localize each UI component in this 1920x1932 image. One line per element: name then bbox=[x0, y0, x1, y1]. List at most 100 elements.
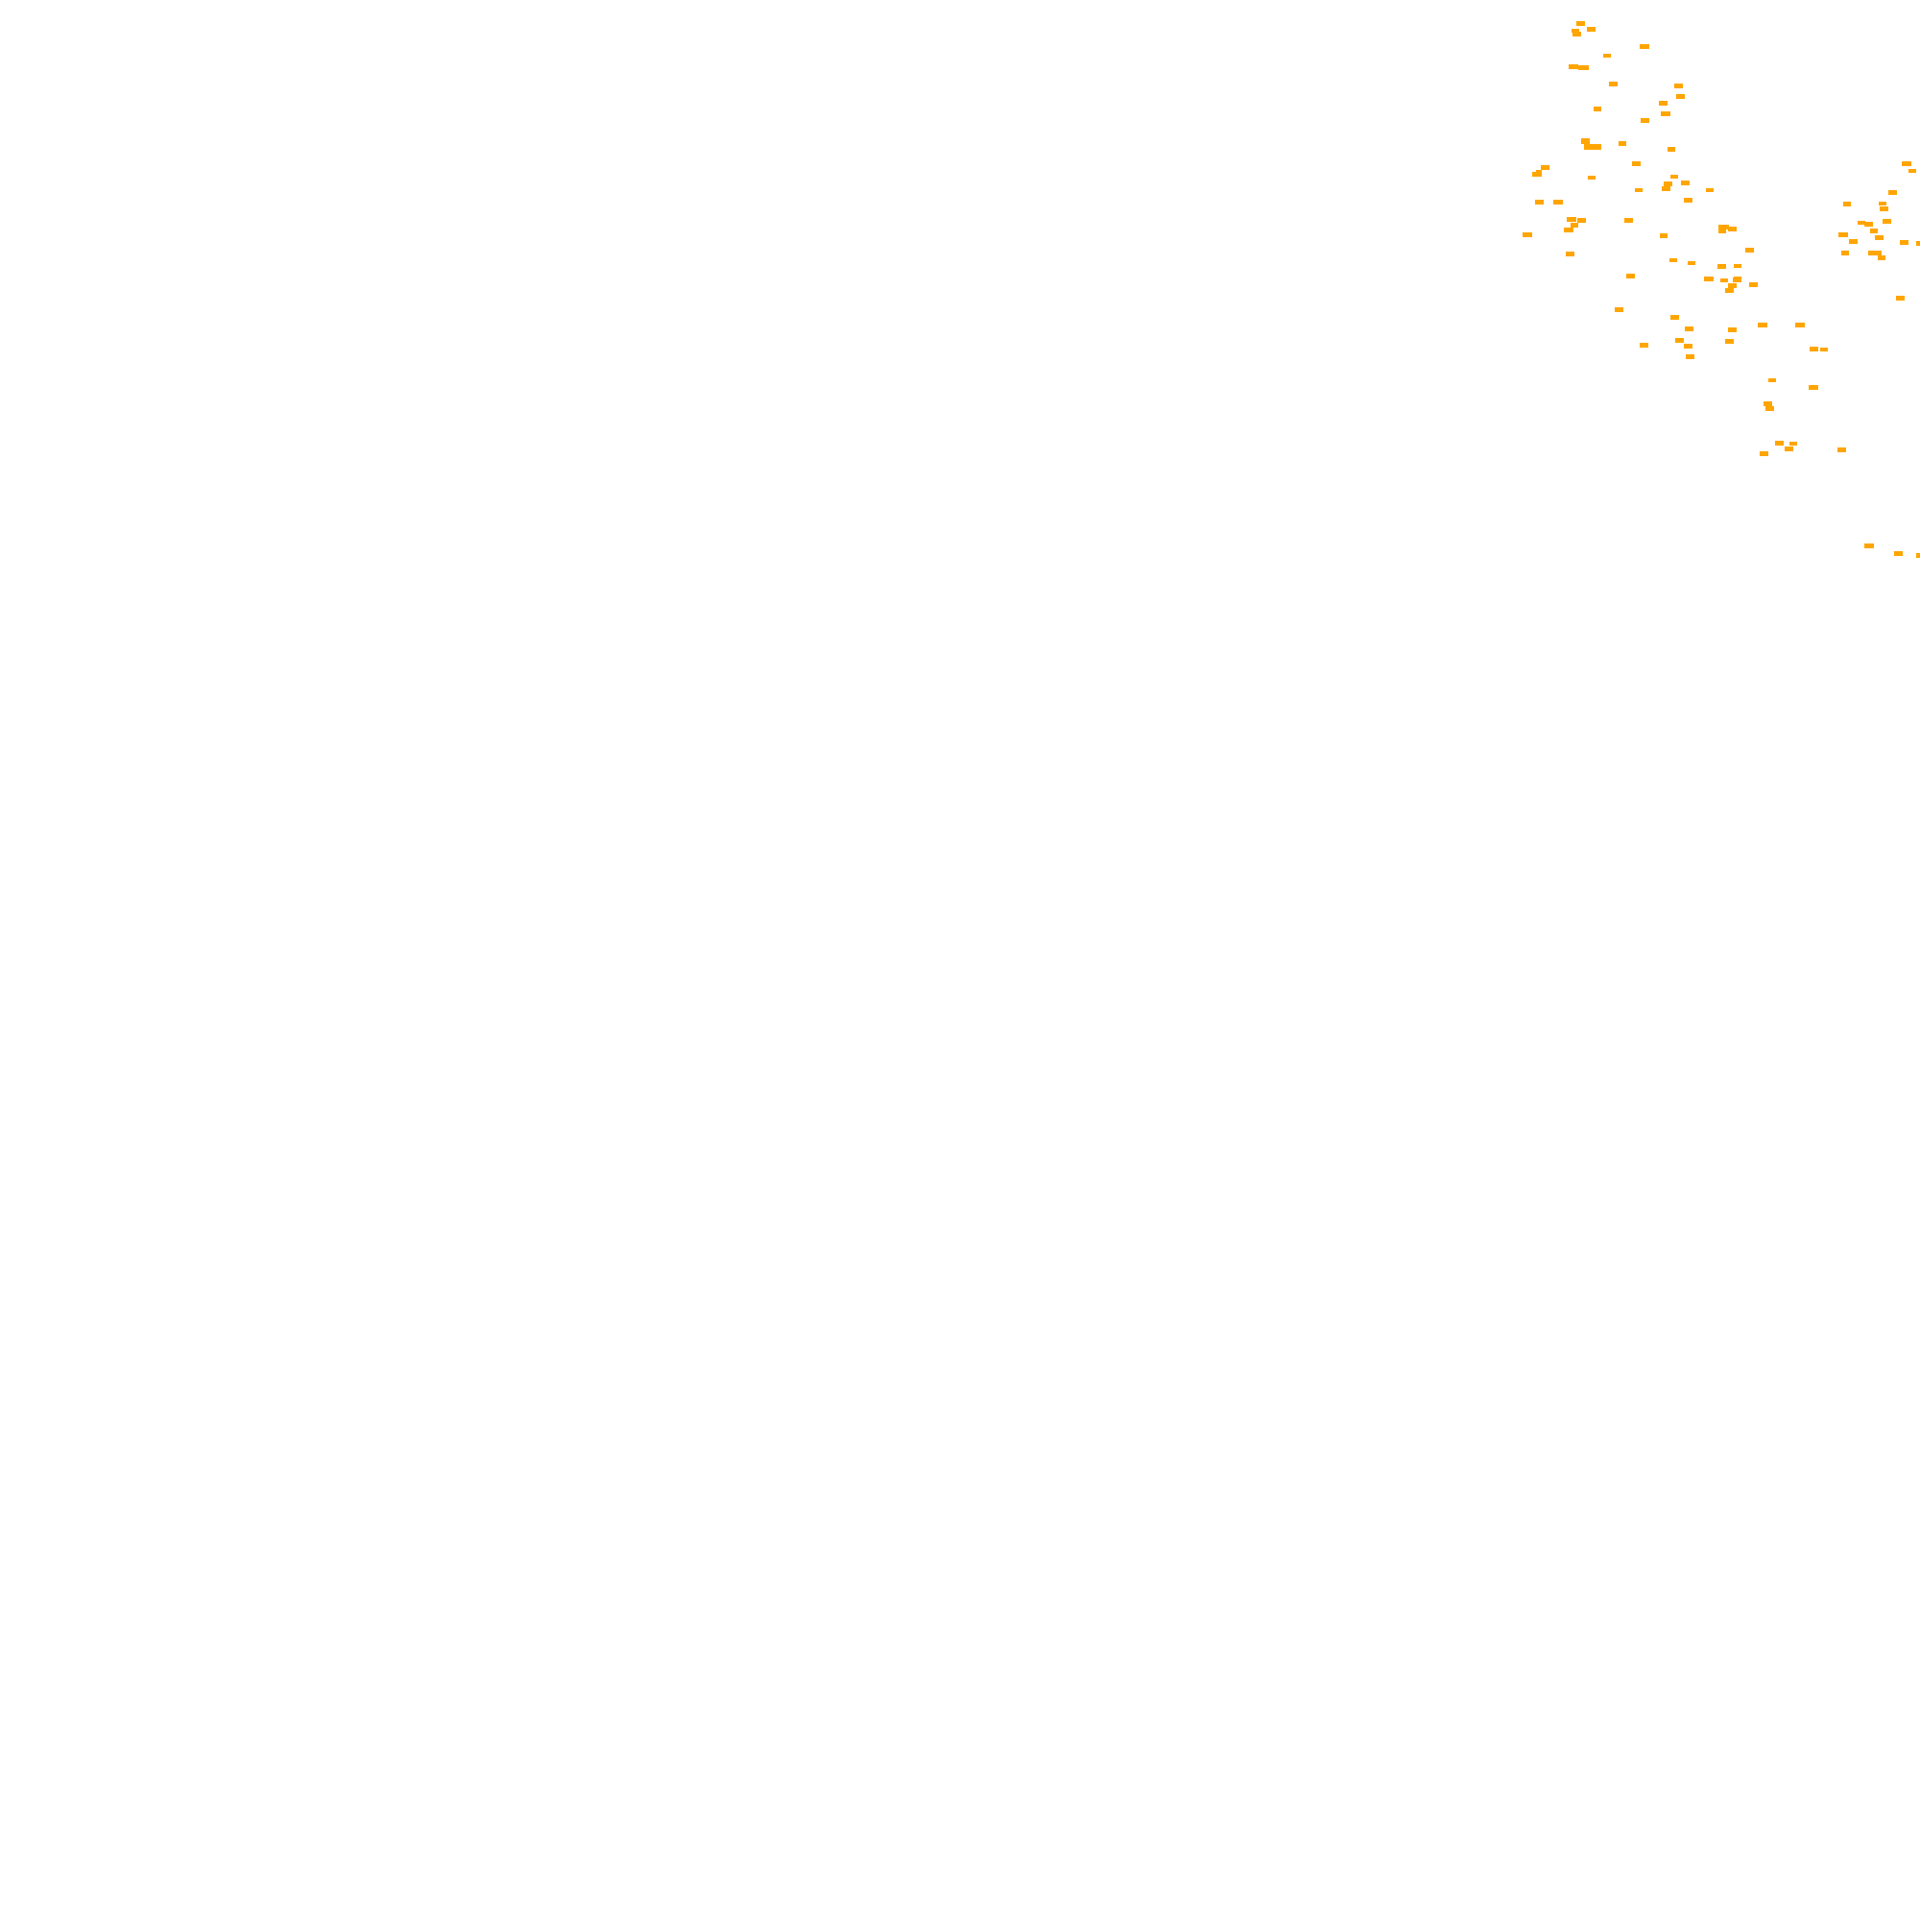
map-marker[interactable] bbox=[1758, 323, 1767, 327]
map-marker[interactable] bbox=[1864, 543, 1874, 548]
map-marker[interactable] bbox=[1668, 147, 1675, 152]
map-marker[interactable] bbox=[1676, 94, 1685, 99]
map-marker[interactable] bbox=[1728, 327, 1737, 332]
map-marker[interactable] bbox=[1734, 277, 1741, 280]
map-marker[interactable] bbox=[1587, 27, 1596, 32]
map-marker[interactable] bbox=[1849, 239, 1858, 244]
map-marker[interactable] bbox=[1725, 288, 1734, 293]
map-marker[interactable] bbox=[1888, 190, 1897, 195]
map-marker[interactable] bbox=[1764, 401, 1772, 406]
map-marker[interactable] bbox=[1640, 343, 1648, 348]
map-marker[interactable] bbox=[1718, 229, 1726, 233]
map-marker[interactable] bbox=[1635, 188, 1643, 192]
map-marker[interactable] bbox=[1640, 44, 1649, 49]
map-marker[interactable] bbox=[1619, 141, 1626, 146]
map-marker[interactable] bbox=[1704, 277, 1714, 281]
map-marker[interactable] bbox=[1572, 29, 1579, 33]
map-marker[interactable] bbox=[1626, 274, 1635, 278]
map-marker[interactable] bbox=[1789, 442, 1797, 446]
map-marker[interactable] bbox=[1809, 385, 1818, 390]
map-marker[interactable] bbox=[1686, 354, 1694, 359]
map-marker[interactable] bbox=[1883, 219, 1891, 224]
map-marker[interactable] bbox=[1572, 32, 1581, 36]
map-marker[interactable] bbox=[1632, 161, 1641, 166]
map-marker[interactable] bbox=[1795, 323, 1805, 327]
map-marker[interactable] bbox=[1564, 228, 1573, 232]
map-marker[interactable] bbox=[1838, 232, 1848, 237]
map-marker[interactable] bbox=[1688, 261, 1695, 265]
map-marker[interactable] bbox=[1661, 111, 1670, 116]
map-marker[interactable] bbox=[1674, 84, 1683, 88]
map-marker[interactable] bbox=[1541, 165, 1549, 170]
map-marker[interactable] bbox=[1760, 451, 1768, 456]
map-marker[interactable] bbox=[1603, 54, 1611, 58]
map-marker[interactable] bbox=[1684, 344, 1692, 349]
map-marker[interactable] bbox=[1837, 447, 1846, 452]
map-marker[interactable] bbox=[1725, 339, 1734, 344]
map-marker[interactable] bbox=[1916, 241, 1920, 246]
map-marker[interactable] bbox=[1578, 65, 1589, 70]
map-marker[interactable] bbox=[1669, 258, 1677, 262]
map-marker[interactable] bbox=[1523, 232, 1532, 237]
map-marker[interactable] bbox=[1728, 227, 1737, 231]
map-marker[interactable] bbox=[1775, 441, 1784, 446]
map-marker[interactable] bbox=[1594, 107, 1601, 111]
map-marker[interactable] bbox=[1684, 198, 1692, 203]
map-marker[interactable] bbox=[1577, 218, 1586, 223]
map-marker[interactable] bbox=[1864, 222, 1873, 227]
map-marker[interactable] bbox=[1765, 406, 1774, 411]
map-marker[interactable] bbox=[1841, 251, 1849, 255]
map-marker[interactable] bbox=[1810, 347, 1818, 351]
map-marker[interactable] bbox=[1581, 138, 1590, 144]
map-marker[interactable] bbox=[1916, 553, 1920, 558]
map-marker[interactable] bbox=[1624, 218, 1633, 223]
map-marker[interactable] bbox=[1584, 144, 1601, 150]
map-marker[interactable] bbox=[1609, 82, 1618, 86]
map-marker[interactable] bbox=[1588, 176, 1596, 180]
map-marker[interactable] bbox=[1670, 315, 1679, 320]
map-marker[interactable] bbox=[1785, 447, 1793, 451]
map-marker[interactable] bbox=[1728, 283, 1737, 288]
map-marker[interactable] bbox=[1718, 225, 1729, 229]
map-marker[interactable] bbox=[1720, 278, 1728, 282]
map-marker[interactable] bbox=[1894, 551, 1903, 556]
map-marker[interactable] bbox=[1660, 233, 1668, 238]
map-marker[interactable] bbox=[1567, 217, 1576, 222]
map-marker[interactable] bbox=[1576, 21, 1585, 26]
map-marker[interactable] bbox=[1843, 202, 1851, 206]
map-marker[interactable] bbox=[1615, 307, 1623, 312]
map-marker[interactable] bbox=[1878, 255, 1885, 260]
map-marker[interactable] bbox=[1902, 161, 1911, 166]
map-marker[interactable] bbox=[1566, 252, 1574, 256]
map-marker[interactable] bbox=[1571, 223, 1578, 228]
map-marker[interactable] bbox=[1535, 200, 1544, 205]
map-marker[interactable] bbox=[1662, 186, 1670, 191]
map-marker[interactable] bbox=[1685, 326, 1693, 331]
map-marker[interactable] bbox=[1870, 229, 1878, 233]
map-marker[interactable] bbox=[1768, 378, 1776, 382]
map-marker[interactable] bbox=[1641, 118, 1649, 123]
map-marker[interactable] bbox=[1681, 181, 1690, 185]
map-marker[interactable] bbox=[1900, 240, 1908, 245]
map-marker[interactable] bbox=[1569, 64, 1578, 69]
map-marker[interactable] bbox=[1820, 348, 1828, 351]
map-marker[interactable] bbox=[1717, 264, 1726, 269]
map-marker[interactable] bbox=[1670, 175, 1678, 179]
map-marker[interactable] bbox=[1536, 170, 1542, 175]
map-marker[interactable] bbox=[1858, 221, 1865, 225]
map-marker[interactable] bbox=[1664, 181, 1672, 186]
map-marker[interactable] bbox=[1875, 235, 1884, 240]
map-marker[interactable] bbox=[1553, 200, 1563, 205]
map-marker[interactable] bbox=[1706, 188, 1714, 192]
map-marker[interactable] bbox=[1734, 264, 1741, 268]
map-marker[interactable] bbox=[1908, 169, 1916, 173]
map-marker[interactable] bbox=[1879, 202, 1886, 205]
map-marker[interactable] bbox=[1675, 338, 1684, 343]
map-marker[interactable] bbox=[1745, 248, 1754, 253]
map-marker[interactable] bbox=[1749, 282, 1758, 287]
map-marker[interactable] bbox=[1868, 251, 1882, 255]
map-marker[interactable] bbox=[1880, 206, 1888, 211]
map-marker[interactable] bbox=[1896, 296, 1905, 301]
map-marker[interactable] bbox=[1659, 101, 1668, 106]
